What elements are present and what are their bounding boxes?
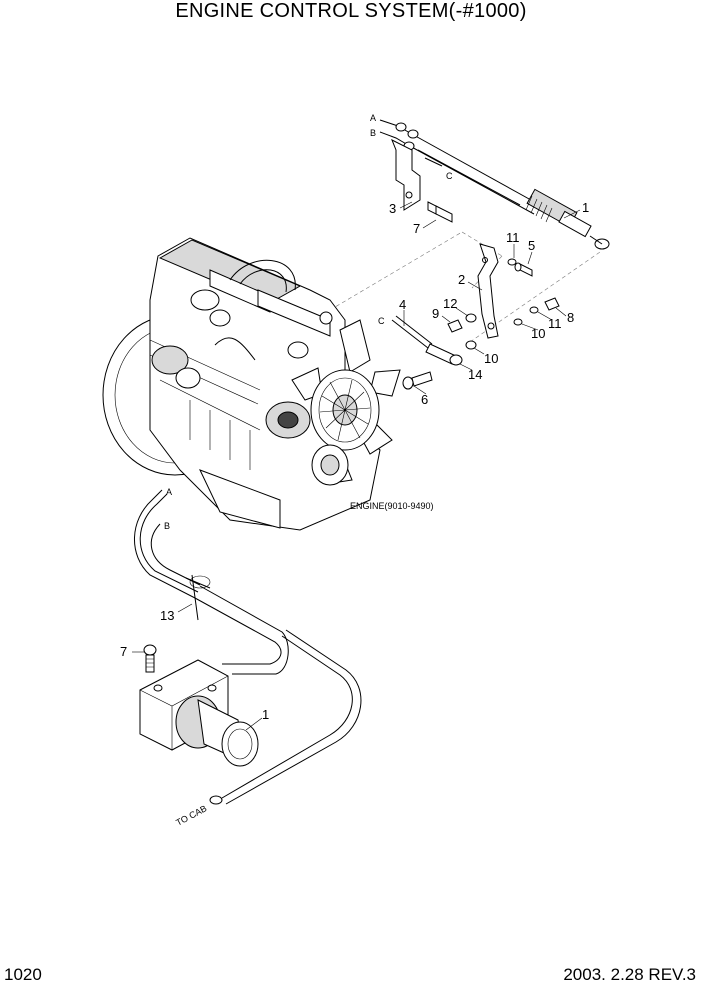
connector-label-a-top: A [370,113,376,123]
connector-labels: A B C C A B [164,113,453,531]
callout-part-11: 11 [506,230,520,245]
callout-part-7-bottom: 7 [120,644,127,659]
bolt-7-bottom [143,644,157,673]
washer-11a [507,258,517,266]
engine-fan [291,319,401,485]
cable-assembly-bottom [134,489,362,805]
bracket-2 [477,243,499,339]
connector-label-b-bottom: B [164,521,170,531]
callout-part-2: 2 [458,272,465,287]
actuator-1 [139,659,259,767]
bolt-5 [519,263,533,277]
washer-10a [465,340,477,350]
bolt-7-top [427,201,453,223]
callout-part-14: 14 [468,367,482,382]
clamp-13 [185,574,211,621]
bracket-3 [391,138,421,211]
callout-part-3: 3 [389,201,396,216]
callout-part-10b: 10 [531,326,545,341]
callout-part-6: 6 [421,392,428,407]
engine [102,237,401,531]
connector-label-c-rod: C [378,316,385,326]
callout-part-10: 10 [484,351,498,366]
nut-8 [544,297,560,311]
bolt-6 [411,371,433,387]
callout-part-1: 1 [582,200,589,215]
to-cab-label: TO CAB [174,803,208,827]
revision-date: 2003. 2.28 REV.3 [563,965,696,984]
washer-10b [513,318,523,326]
nut-9 [447,319,463,333]
connector-label-b-top: B [370,128,376,138]
callout-part-5: 5 [528,238,535,253]
leader-lines [132,201,581,731]
callout-part-12: 12 [443,296,457,311]
callout-part-4: 4 [399,297,406,312]
hardware-set [391,258,560,390]
cable-thread [525,188,592,238]
cable-assembly-top [329,119,610,343]
connector-label-c-top: C [446,171,453,181]
page-number: 1020 [4,965,42,984]
callout-part-8: 8 [567,310,574,325]
connector-label-a-bottom: A [166,487,172,497]
callout-part-7: 7 [413,221,420,236]
washer-12 [465,313,477,323]
callout-part-1-bottom: 1 [262,707,269,722]
callout-part-9: 9 [432,306,439,321]
washer-11b [529,306,539,314]
page-title: ENGINE CONTROL SYSTEM(-#1000) [175,0,527,22]
part-callouts: 1 3 7 11 5 2 4 12 9 8 11 10 10 14 6 13 7… [120,200,589,722]
callout-part-11b: 11 [548,316,562,331]
rod-4 [391,319,429,349]
callout-part-13: 13 [160,608,174,623]
engine-model-label: ENGINE(9010-9490) [350,501,434,511]
